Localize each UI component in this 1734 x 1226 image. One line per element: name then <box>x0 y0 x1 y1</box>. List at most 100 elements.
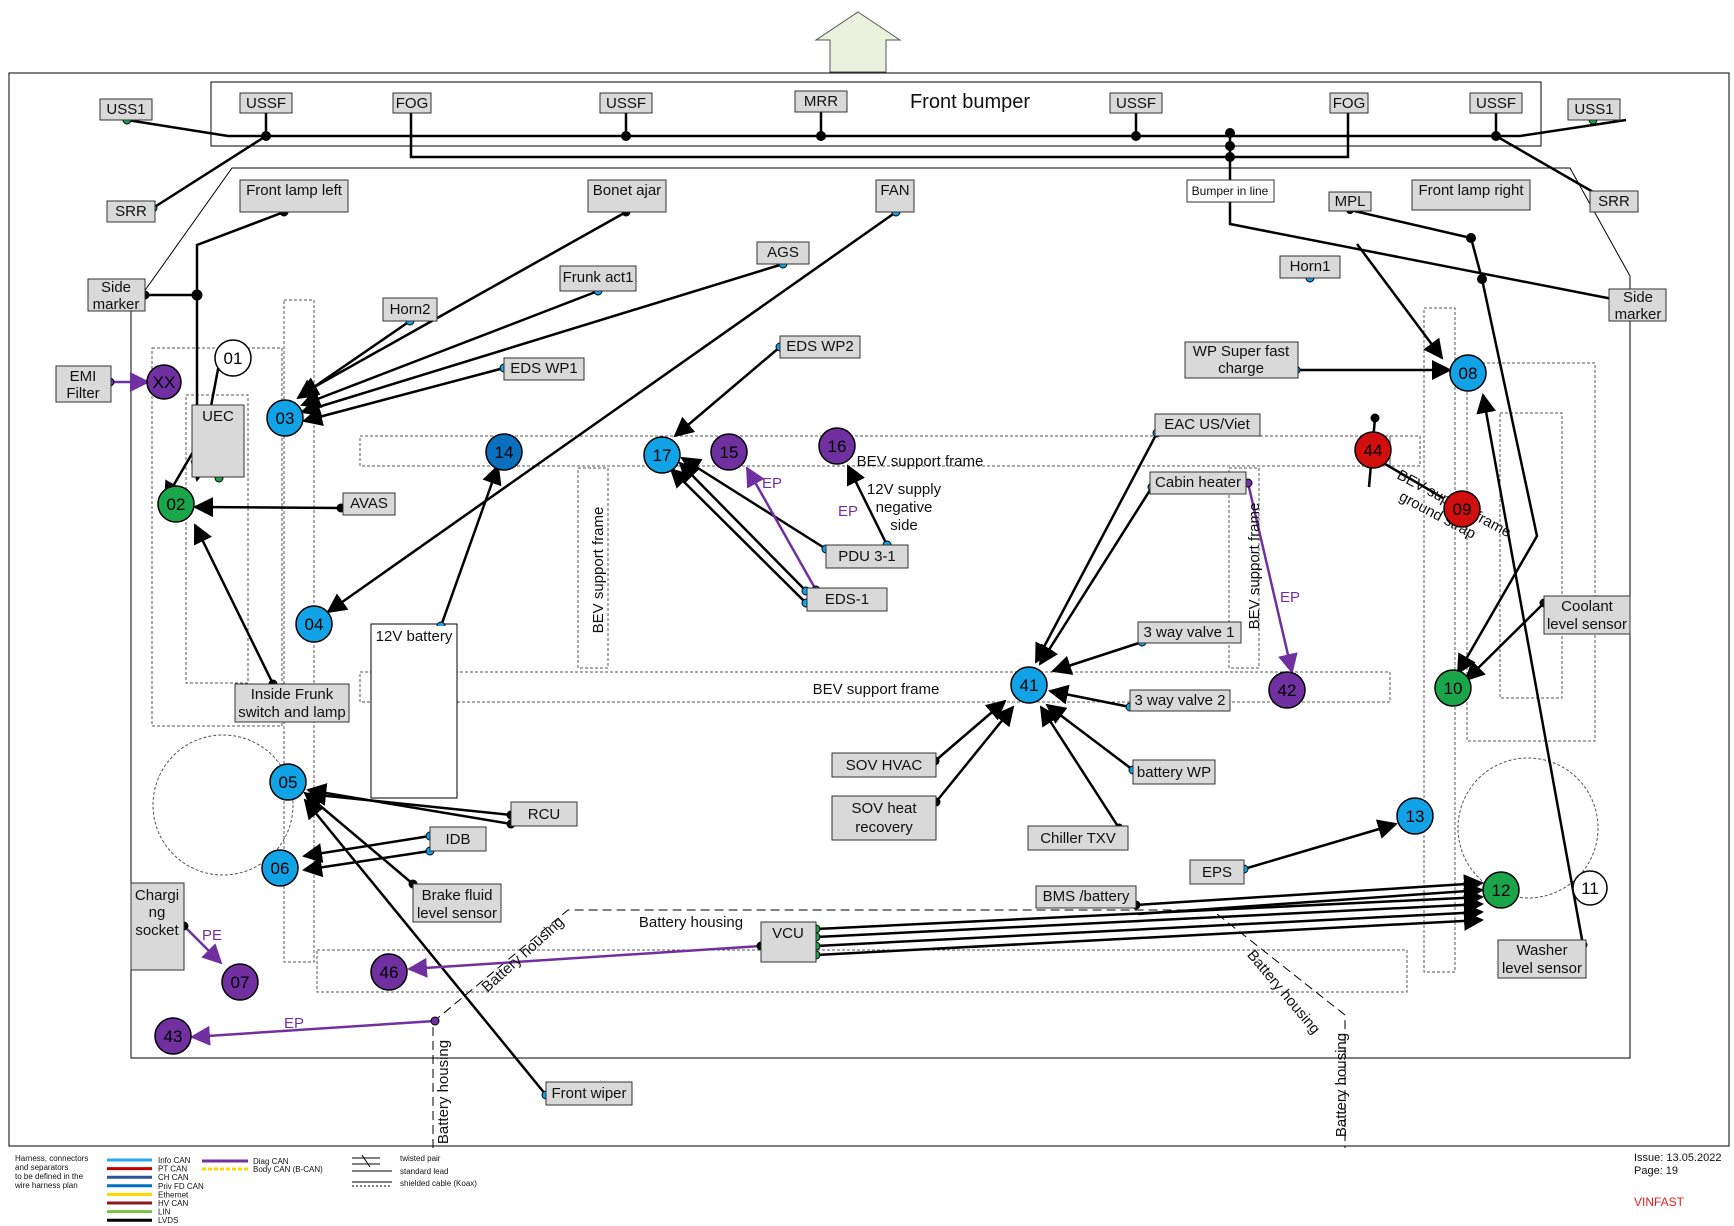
front-lamp-right[interactable]: Front lamp right <box>1411 179 1531 211</box>
horn2[interactable]: Horn2 <box>382 297 438 322</box>
battery-wp[interactable]: battery WP <box>1132 759 1216 785</box>
node-43[interactable]: 43 <box>154 1017 192 1055</box>
bms-battery[interactable]: BMS /battery <box>1035 885 1137 909</box>
node-01[interactable]: 01 <box>214 339 252 377</box>
node-08[interactable]: 08 <box>1449 354 1487 392</box>
battery-housing-label-left-vertical: Battery housing <box>435 1040 452 1144</box>
svg-text:PDU 3-1: PDU 3-1 <box>838 548 896 565</box>
svg-text:FOG: FOG <box>1333 95 1366 112</box>
node-14[interactable]: 14 <box>485 433 523 471</box>
svg-text:Side: Side <box>101 279 131 296</box>
node-09[interactable]: 09 <box>1443 490 1481 528</box>
node-07[interactable]: 07 <box>221 963 259 1001</box>
front-lamp-left[interactable]: Front lamp left <box>239 179 349 213</box>
cabin-heater[interactable]: Cabin heater <box>1149 471 1247 495</box>
node-02[interactable]: 02 <box>157 485 195 523</box>
fan-module[interactable]: FAN <box>875 179 915 213</box>
node-17[interactable]: 17 <box>643 436 681 474</box>
uss1-left-sensor[interactable]: USS1 <box>99 98 153 121</box>
node-xx[interactable]: XX <box>146 364 182 400</box>
three-way-valve-2[interactable]: 3 way valve 2 <box>1129 689 1231 712</box>
idb-brake[interactable]: IDB <box>429 826 487 852</box>
uec-controller[interactable]: UEC <box>191 404 245 478</box>
avas-speaker[interactable]: AVAS <box>342 492 396 516</box>
svg-text:level sensor: level sensor <box>417 905 497 922</box>
node-42[interactable]: 42 <box>1268 671 1306 709</box>
vinfast-brand: VINFAST <box>1634 1195 1685 1209</box>
front-wiper[interactable]: Front wiper <box>545 1081 633 1106</box>
node-12[interactable]: 12 <box>1482 871 1520 909</box>
chiller-txv[interactable]: Chiller TXV <box>1027 825 1129 851</box>
node-46[interactable]: 46 <box>370 953 408 991</box>
node-41[interactable]: 41 <box>1010 666 1048 704</box>
fog-right-lamp[interactable]: FOG <box>1329 92 1369 114</box>
mrr-radar[interactable]: MRR <box>794 90 848 113</box>
sov-hvac[interactable]: SOV HVAC <box>831 752 937 778</box>
node-16[interactable]: 16 <box>818 427 856 465</box>
eds-wp1-pump[interactable]: EDS WP1 <box>503 357 585 381</box>
svg-text:Body CAN (B-CAN): Body CAN (B-CAN) <box>253 1165 323 1174</box>
svg-text:Inside Frunk: Inside Frunk <box>251 686 334 703</box>
svg-text:Filter: Filter <box>66 385 99 402</box>
ags-shutter[interactable]: AGS <box>756 241 810 265</box>
bumper-inline-connector[interactable]: Bumper in line <box>1186 179 1275 203</box>
svg-text:12V battery: 12V battery <box>376 628 453 645</box>
node-11[interactable]: 11 <box>1572 870 1608 906</box>
battery-housing-label-top: Battery housing <box>639 914 743 931</box>
horn1[interactable]: Horn1 <box>1279 255 1341 279</box>
uss1-right-sensor[interactable]: USS1 <box>1567 98 1621 121</box>
eds-wp2-pump[interactable]: EDS WP2 <box>779 335 861 359</box>
eps-steering[interactable]: EPS <box>1189 859 1245 885</box>
node-10[interactable]: 10 <box>1434 669 1472 707</box>
front-bumper-title: Front bumper <box>910 91 1030 113</box>
srr-right-radar[interactable]: SRR <box>1589 190 1639 213</box>
svg-text:3 way valve 2: 3 way valve 2 <box>1135 692 1226 709</box>
eds-1[interactable]: EDS-1 <box>806 587 888 612</box>
three-way-valve-1[interactable]: 3 way valve 1 <box>1137 621 1242 644</box>
ussf-sensor-1[interactable]: USSF <box>239 92 293 114</box>
svg-text:Washer: Washer <box>1516 942 1567 959</box>
battery-housing-label-diag-left: Battery housing <box>479 913 568 995</box>
svg-text:09: 09 <box>1453 500 1472 519</box>
svg-text:12: 12 <box>1492 881 1511 900</box>
bonet-ajar-switch[interactable]: Bonet ajar <box>587 179 667 213</box>
eac-compressor[interactable]: EAC US/Viet <box>1154 413 1261 437</box>
ussf-sensor-4[interactable]: USSF <box>1469 92 1523 114</box>
node-06[interactable]: 06 <box>261 849 299 887</box>
vcu-controller[interactable]: VCU <box>760 921 817 963</box>
ussf-sensor-3[interactable]: USSF <box>1109 92 1163 114</box>
ussf-sensor-2[interactable]: USSF <box>599 92 653 114</box>
legend-standard-lead: standard lead <box>352 1167 448 1176</box>
legend-label-4: Ethernet <box>158 1190 189 1199</box>
node-05[interactable]: 05 <box>269 763 307 801</box>
svg-text:42: 42 <box>1278 681 1297 700</box>
node-13[interactable]: 13 <box>1396 797 1434 835</box>
node-15[interactable]: 15 <box>710 433 748 471</box>
node-03[interactable]: 03 <box>266 399 304 437</box>
svg-text:13: 13 <box>1406 807 1425 826</box>
svg-text:IDB: IDB <box>445 831 470 848</box>
battery-12v-label[interactable]: 12V battery <box>373 626 455 646</box>
srr-left-radar[interactable]: SRR <box>106 200 156 223</box>
pdu-3-1[interactable]: PDU 3-1 <box>825 544 909 569</box>
frunk-actuator[interactable]: Frunk act1 <box>559 265 637 292</box>
svg-text:level sensor: level sensor <box>1502 960 1582 977</box>
svg-text:AVAS: AVAS <box>350 495 388 512</box>
svg-text:EAC US/Viet: EAC US/Viet <box>1164 416 1250 433</box>
node-44[interactable]: 44 <box>1354 431 1392 469</box>
fog-left-lamp[interactable]: FOG <box>392 92 432 114</box>
svg-text:USSF: USSF <box>1116 95 1156 112</box>
node-04[interactable]: 04 <box>295 605 333 643</box>
mpl-lamp[interactable]: MPL <box>1328 191 1372 212</box>
rcu-controller[interactable]: RCU <box>510 801 578 827</box>
